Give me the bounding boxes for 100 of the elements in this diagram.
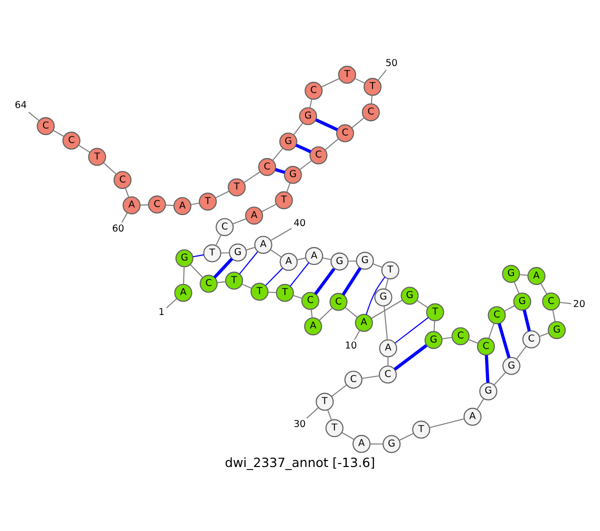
connector (220, 252, 230, 254)
node-circle: G (548, 320, 566, 339)
connector (166, 298, 178, 308)
node-circle: T (426, 302, 444, 321)
connector (246, 246, 256, 250)
connector (468, 338, 478, 344)
node-circle: G (502, 356, 520, 374)
connector (372, 262, 382, 268)
connector (371, 299, 403, 318)
node-text: 60 (112, 222, 124, 234)
node-circle: T (228, 178, 246, 196)
connector (522, 309, 531, 331)
node-circle: T (412, 420, 430, 438)
node-circle: C (309, 146, 328, 164)
node-text: 30 (294, 418, 306, 430)
connector (217, 280, 226, 283)
connector (265, 267, 283, 286)
node-circle: A (379, 338, 398, 357)
node-circle: G (424, 330, 443, 349)
connector (309, 98, 312, 108)
connector (272, 147, 284, 160)
node-text: 1 (158, 306, 165, 318)
connector (370, 442, 384, 444)
connector (394, 344, 428, 370)
node-circle: C (301, 291, 320, 310)
connector (310, 308, 313, 318)
connector (398, 432, 414, 440)
connector (416, 300, 428, 308)
connector (244, 170, 260, 182)
node-circle: T (198, 192, 217, 210)
connector (344, 306, 358, 318)
node-circle: T (250, 282, 268, 300)
connector (192, 254, 204, 257)
connector (268, 291, 276, 293)
node-circle: A (280, 252, 298, 270)
node-circle: G (330, 252, 348, 270)
connector (286, 182, 290, 192)
node-circle: C (304, 81, 323, 100)
node-circle: A (464, 407, 482, 426)
connector (324, 138, 339, 150)
node-circle: C (62, 131, 80, 150)
connector (370, 94, 372, 104)
node-circle: C (344, 370, 362, 388)
node-circle: G (228, 243, 247, 261)
connector (215, 234, 222, 246)
connector (296, 256, 306, 260)
connector (166, 204, 174, 206)
connector (190, 202, 200, 205)
node-circle: T (225, 271, 244, 290)
connector (315, 118, 338, 131)
connector (498, 322, 511, 358)
connector (53, 129, 64, 136)
connector (384, 305, 388, 339)
caption: dwi_2337_annot [-13.6] (224, 454, 376, 470)
node-circle: C (148, 195, 166, 214)
node-circle: G (502, 264, 520, 282)
node-circle: C (522, 330, 540, 348)
node-circle: A (245, 206, 264, 224)
connector (78, 144, 90, 152)
node-circle: C (36, 116, 55, 135)
connector (140, 204, 148, 206)
node-circle: C (200, 274, 218, 292)
connector (232, 218, 246, 224)
node-circle: G (356, 251, 374, 270)
node-text: 40 (294, 217, 306, 228)
connector (484, 354, 490, 382)
node-circle: T (88, 147, 106, 166)
connector (516, 346, 527, 359)
connector (348, 260, 356, 262)
node-text: 20 (573, 298, 586, 310)
node-circle: G (284, 165, 302, 184)
connector (321, 77, 340, 88)
connector (121, 212, 128, 222)
connector (239, 251, 258, 274)
node-circle: C (362, 102, 380, 121)
connector (213, 257, 234, 278)
connector (342, 266, 362, 296)
connector (352, 116, 365, 128)
connector (342, 432, 354, 440)
node-circle: T (338, 65, 356, 84)
node-circle: A (304, 316, 322, 335)
connector (314, 267, 336, 294)
node-circle: A (352, 434, 370, 452)
node-circle: C (488, 306, 506, 324)
connector (290, 262, 310, 286)
node-circle: G (175, 248, 194, 267)
node-circle: A (122, 196, 141, 214)
node-circle: T (364, 77, 382, 96)
node-circle: C (542, 292, 560, 310)
connector (494, 372, 506, 385)
connector (504, 304, 515, 312)
connector (28, 111, 40, 121)
node-text: 50 (386, 57, 398, 68)
node-circle: A (254, 235, 272, 254)
connector (378, 69, 387, 80)
node-circle: C (330, 292, 348, 310)
node-circle: G (279, 132, 298, 150)
connector (354, 330, 360, 340)
connector (262, 203, 276, 212)
connector (190, 264, 203, 278)
